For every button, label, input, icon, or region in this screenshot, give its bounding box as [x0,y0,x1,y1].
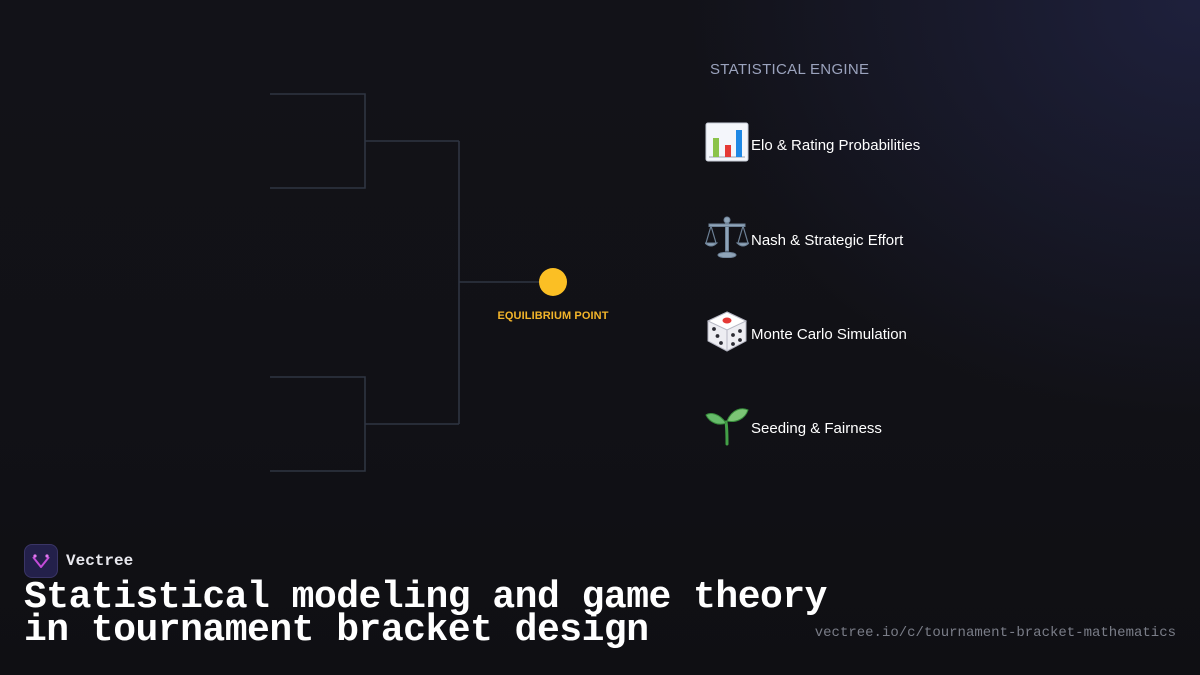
feature-label: Monte Carlo Simulation [751,325,907,343]
equilibrium-point-node [539,268,567,296]
brand-name: Vectree [66,552,134,570]
page-title: Statistical modeling and game theory in … [24,576,827,652]
vectree-logo-icon [24,544,58,578]
title-line-1: Statistical modeling and game theory [24,576,827,619]
bar-chart-icon [705,120,751,164]
dice-icon [705,309,751,353]
feature-nash-effort: Nash & Strategic Effort [705,215,903,259]
feature-monte-carlo: Monte Carlo Simulation [705,309,907,353]
seedling-icon [705,403,751,447]
source-url: vectree.io/c/tournament-bracket-mathemat… [814,625,1176,641]
balance-scale-icon [705,215,751,259]
engine-heading: STATISTICAL ENGINE [710,61,870,78]
feature-label: Nash & Strategic Effort [751,231,904,249]
feature-elo-rating: Elo & Rating Probabilities [705,120,920,164]
brand: Vectree [24,544,133,578]
feature-label: Seeding & Fairness [751,419,882,437]
title-line-2: in tournament bracket design [24,609,649,652]
feature-seeding-fairness: Seeding & Fairness [705,403,882,447]
bracket-line-upper-first-round [270,93,366,189]
equilibrium-point-label: EQUILIBRIUM POINT [497,310,609,322]
feature-label: Elo & Rating Probabilities [751,136,921,154]
bracket-line-lower-first-round [270,376,366,472]
